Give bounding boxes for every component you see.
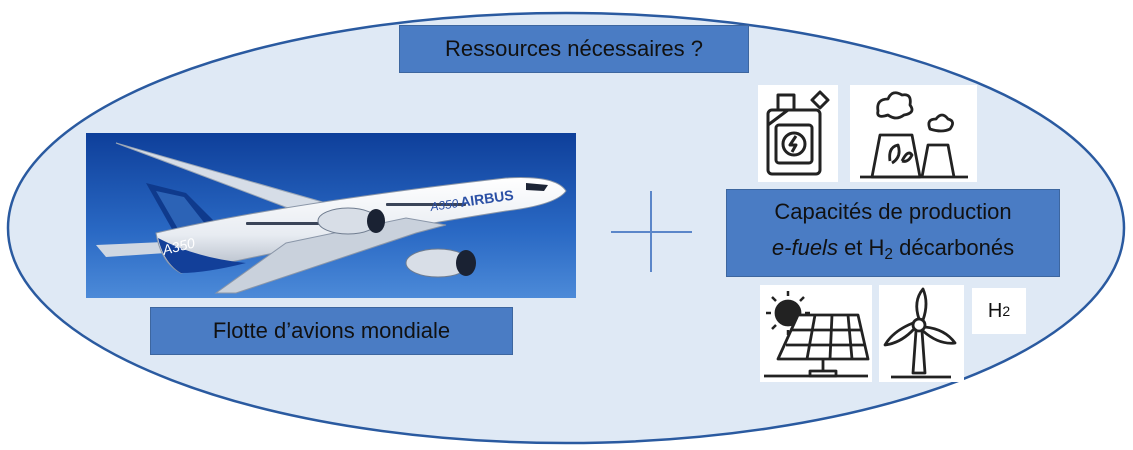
- efuels-text: e-fuels: [771, 234, 838, 260]
- wind-turbine-tile: [879, 285, 964, 382]
- fuselage-brand-text: AIRBUS: [459, 187, 514, 210]
- production-label: Capacités de production e-fuels et H2 dé…: [726, 189, 1060, 277]
- tail-livery-text: A350: [160, 234, 197, 258]
- h2-text: H: [987, 299, 1003, 322]
- resources-label-text: Ressources nécessaires ?: [444, 36, 703, 61]
- production-label-end: décarbonés: [892, 234, 1015, 260]
- power-plant-tile: [850, 85, 977, 182]
- wind-turbine-icon: [883, 287, 957, 379]
- fleet-label-text: Flotte d’avions mondiale: [212, 318, 451, 343]
- production-label-line1: Capacités de production: [774, 198, 1012, 224]
- solar-panel-icon: [764, 291, 870, 378]
- production-label-line2: e-fuels et H2 décarbonés: [772, 230, 1014, 273]
- solar-tile: [760, 285, 872, 382]
- h2-subscript: 2: [1002, 303, 1011, 319]
- aircraft-photo: A350 A350 AIRBUS: [86, 133, 576, 298]
- jerrycan-electric-icon: [766, 90, 830, 176]
- fuselage-model-text: A350: [428, 196, 459, 214]
- fleet-label: Flotte d’avions mondiale: [150, 307, 513, 355]
- production-label-mid: et H: [837, 234, 885, 260]
- power-plant-leaf-icon: [860, 91, 968, 179]
- plus-icon: [611, 191, 692, 272]
- resources-label: Ressources nécessaires ?: [399, 25, 749, 73]
- production-label-sub: 2: [884, 245, 893, 263]
- jerrycan-tile: [758, 85, 838, 182]
